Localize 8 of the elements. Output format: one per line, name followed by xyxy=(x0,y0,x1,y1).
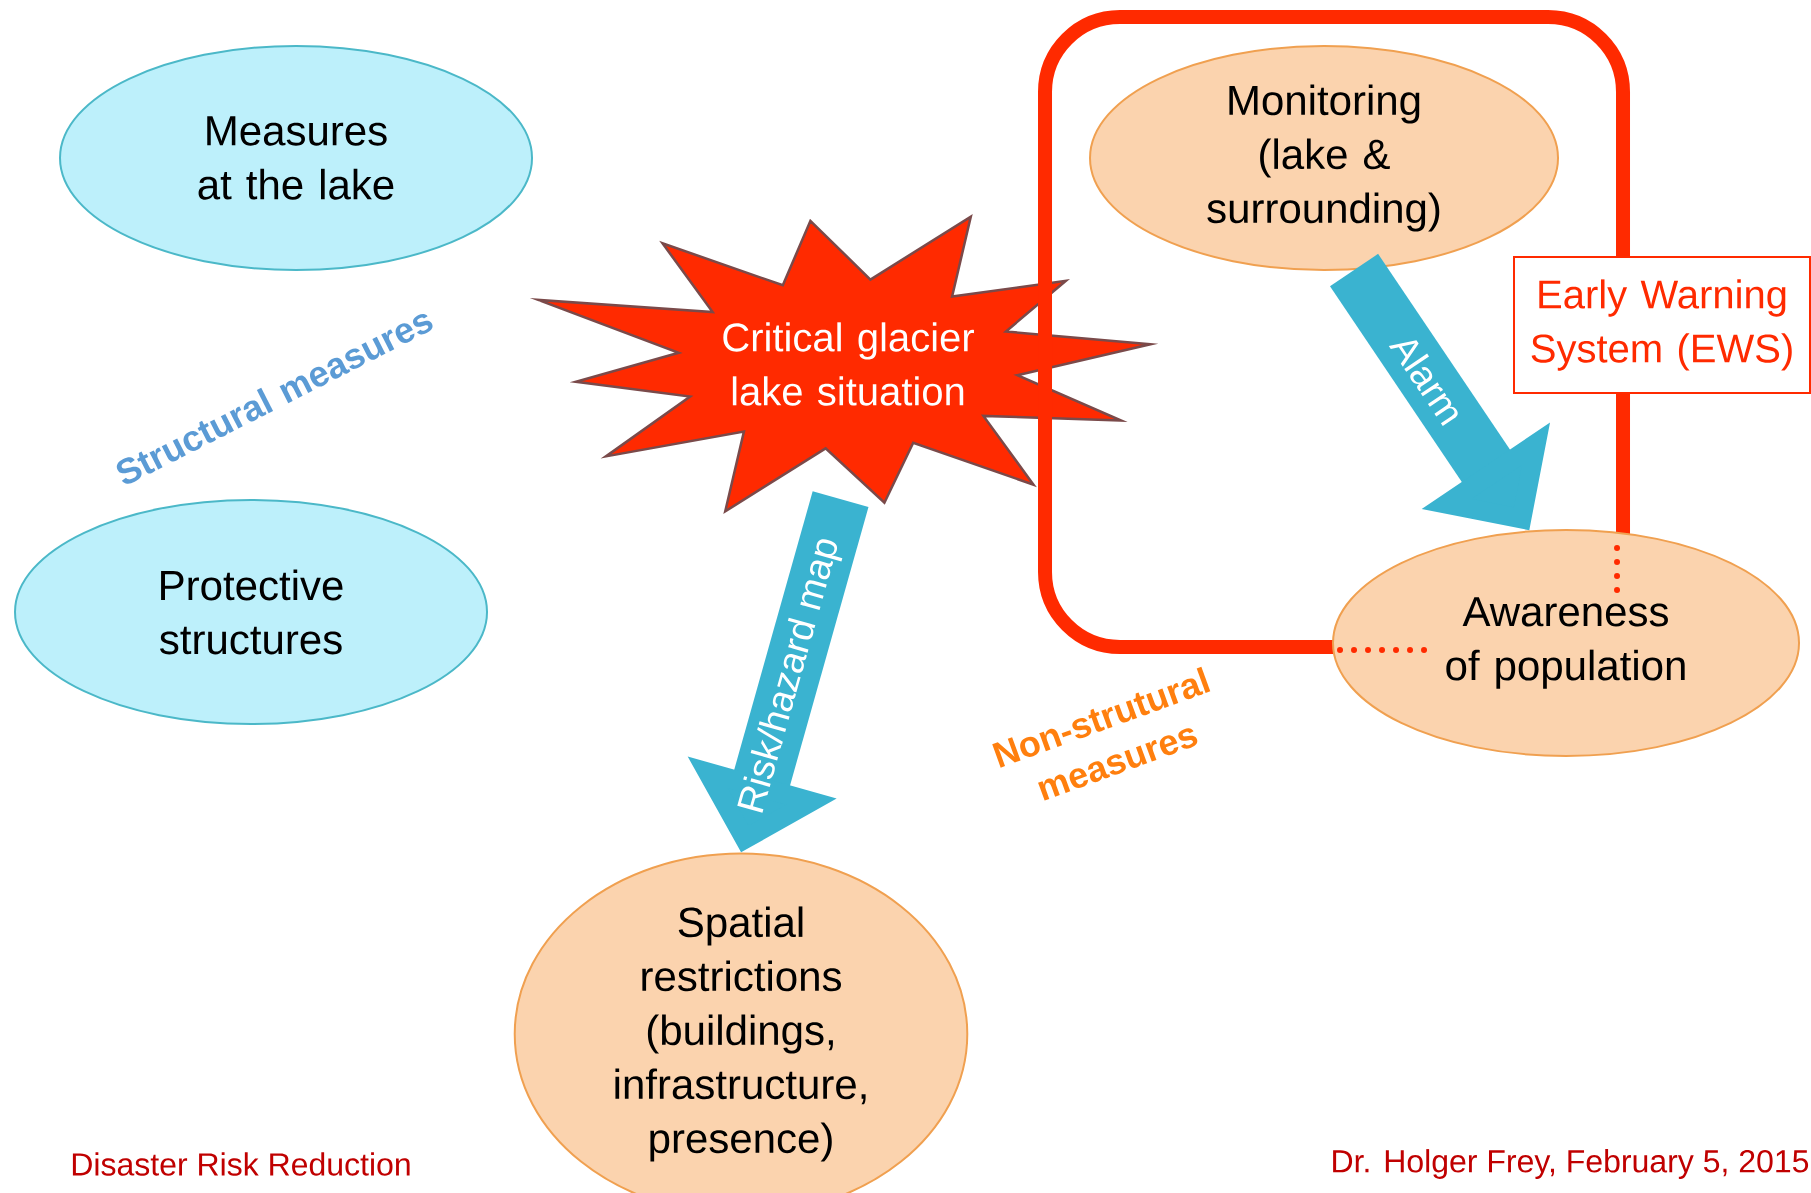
oval-box: Spatial restrictions (buildings, infrastructure, presence) xyxy=(513,852,969,1193)
footer-text: Disaster Risk Reduction xyxy=(72,1152,410,1176)
oval-box: Monitoring (lake & surrounding) xyxy=(1089,45,1559,271)
oval-box: Measures at the lake xyxy=(59,45,533,271)
oval-box: Awareness of population xyxy=(1332,529,1800,757)
frame-heading: Early Warning System (EWS) xyxy=(1513,256,1811,394)
footer-text: Dr. Holger Frey, February 5, 2015 xyxy=(1333,1149,1809,1179)
oval-box: Protective structures xyxy=(14,499,488,725)
